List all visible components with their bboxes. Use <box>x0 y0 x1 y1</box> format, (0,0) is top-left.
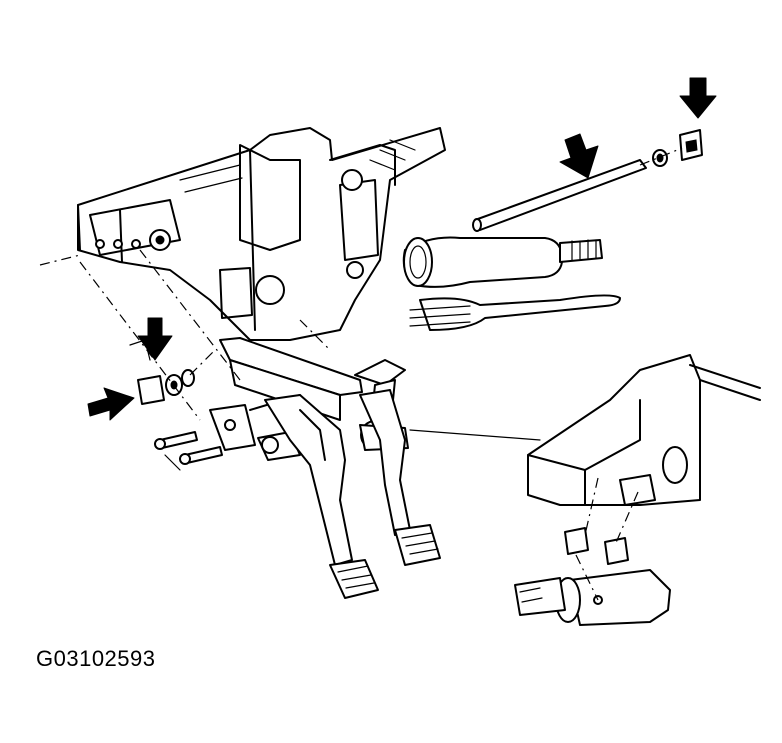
arrow-left-top <box>137 317 173 361</box>
steering-column <box>402 236 621 331</box>
arrow-left-side <box>87 387 135 421</box>
support-bracket <box>77 127 446 341</box>
damper-assembly <box>514 527 671 626</box>
arrow-top-right <box>679 77 717 119</box>
bolts <box>154 431 223 471</box>
push-rod <box>472 129 703 232</box>
clutch-pedal <box>264 394 379 599</box>
brake-pedal <box>359 389 441 566</box>
figure-id-label: G03102593 <box>36 646 156 671</box>
assembly-guide-lines <box>39 147 683 601</box>
arrow-rod <box>559 133 599 179</box>
indicator-arrows <box>87 77 717 421</box>
mounting-plate <box>527 354 761 506</box>
